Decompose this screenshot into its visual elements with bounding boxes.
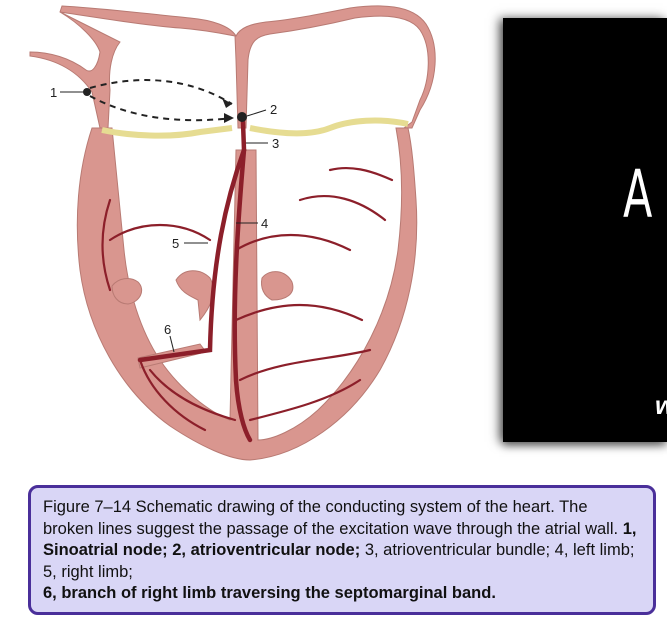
conduction-branch — [298, 195, 387, 222]
right-limb — [137, 147, 247, 363]
caption-text-bold-1: 1, Sinoatrial node; 2, atrioventricular … — [43, 519, 637, 560]
conduction-branch — [328, 166, 394, 182]
conduction-branch — [248, 378, 362, 422]
caption-text-intro: Figure 7–14 Schematic drawing of the con… — [43, 498, 623, 538]
video-title-letter: A — [623, 156, 653, 233]
valve-ring-right — [101, 125, 233, 139]
caption-text-bold-2: 6, branch of right limb traversing the s… — [43, 584, 496, 602]
sinoatrial-node — [83, 88, 91, 96]
conduction-branch — [238, 348, 372, 382]
conduction-branch — [234, 303, 364, 322]
atrial-wall — [29, 5, 436, 129]
left-limb — [232, 147, 253, 443]
conduction-branch — [148, 368, 237, 422]
arrowhead-icon — [222, 98, 232, 108]
papillary-muscle-center — [175, 270, 214, 322]
papillary-muscle-left — [111, 278, 143, 305]
leader-line-6 — [169, 335, 175, 353]
leader-line-2 — [246, 109, 267, 117]
label-1: 1 — [50, 85, 57, 100]
figure-caption: Figure 7–14 Schematic drawing of the con… — [28, 485, 656, 615]
label-5: 5 — [172, 236, 179, 251]
caption-text-mid: 3, atrioventricular bundle; 4, left limb… — [43, 541, 635, 581]
arrowhead-icon — [224, 113, 234, 123]
label-6: 6 — [164, 322, 171, 337]
av-bundle — [240, 119, 247, 153]
conduction-branch — [108, 224, 212, 242]
video-subtitle-text: w — [655, 390, 667, 421]
valve-ring-left — [249, 117, 409, 137]
excitation-path-lower — [89, 95, 233, 122]
conduction-branch — [138, 358, 207, 432]
label-2: 2 — [270, 102, 277, 117]
conduction-branch — [101, 198, 112, 292]
atrioventricular-node — [237, 112, 247, 122]
video-thumbnail[interactable]: A w — [503, 18, 667, 442]
heart-conduction-diagram: 1 2 3 4 5 6 — [29, 5, 436, 461]
label-4: 4 — [261, 216, 268, 231]
label-3: 3 — [272, 136, 279, 151]
conduction-branch — [234, 233, 352, 252]
excitation-path-upper — [89, 79, 233, 105]
papillary-muscle-right — [261, 271, 294, 301]
